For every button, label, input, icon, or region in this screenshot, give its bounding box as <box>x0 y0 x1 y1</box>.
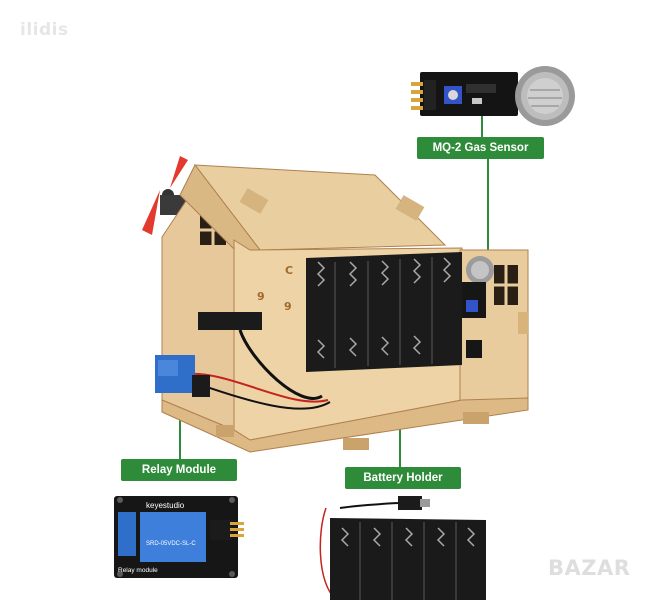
callout-mq2-gas-sensor: MQ-2 Gas Sensor <box>417 137 544 159</box>
mq2-sensor-module <box>411 66 575 126</box>
relay-installed <box>155 355 210 397</box>
wooden-house: C 9 9 <box>142 156 529 453</box>
relay-board-footer: Relay module <box>118 567 158 574</box>
house-digit: 9 <box>284 300 292 313</box>
bazar-logo: BAZAR <box>548 556 631 580</box>
callout-battery-holder: Battery Holder <box>345 467 461 489</box>
battery-holder-installed <box>306 252 462 372</box>
callout-relay-module: Relay Module <box>121 459 237 481</box>
mq2-sensor-installed <box>462 256 494 358</box>
relay-board-brand: keyestudio <box>146 501 185 510</box>
relay-board-model: SRD-05VDC-SL-C <box>146 541 196 547</box>
house-digit: C <box>285 264 293 277</box>
watermark: ilidis <box>20 20 69 40</box>
dc-jack <box>198 312 262 330</box>
relay-module-board <box>114 496 244 578</box>
battery-holder-standalone <box>319 496 486 600</box>
house-digit: 9 <box>257 290 265 303</box>
